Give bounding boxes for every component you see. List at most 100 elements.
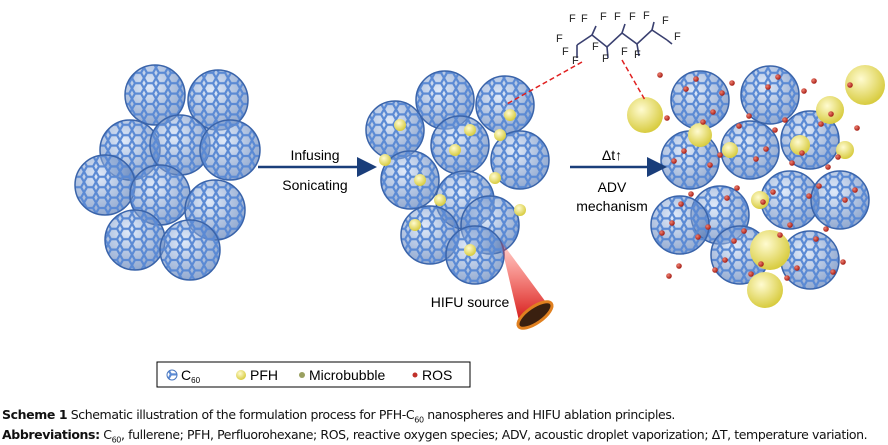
dashed-connector-left <box>504 61 583 106</box>
microbubble-icon <box>688 123 712 147</box>
ros-icon <box>842 197 848 203</box>
ros-icon <box>659 230 665 236</box>
pfh-droplet-icon <box>379 154 391 166</box>
pfh-droplet-icon <box>464 124 476 136</box>
pfh-droplet-icon <box>504 109 516 121</box>
ros-icon <box>758 261 764 267</box>
ros-icon <box>712 267 718 273</box>
step1-label-top: Infusing <box>290 147 339 163</box>
pfh-droplet-icon <box>394 119 406 131</box>
ros-icon <box>705 224 711 230</box>
ros-icon <box>777 232 783 238</box>
ros-icon <box>784 275 790 281</box>
ablation-cluster <box>627 65 885 308</box>
ros-icon <box>683 86 689 92</box>
ros-icon <box>678 201 684 207</box>
fullerene-icon <box>124 64 186 126</box>
fullerene-icon <box>104 209 166 271</box>
fullerene-icon <box>365 100 425 160</box>
caption-scheme: Scheme 1 Schematic illustration of the f… <box>2 407 675 425</box>
fluorine-atom: F <box>621 46 628 58</box>
ros-icon <box>811 78 817 84</box>
fluorine-atom: F <box>581 13 588 25</box>
ros-icon <box>710 109 716 115</box>
ros-icon <box>753 156 759 162</box>
microbubble-icon <box>627 97 663 133</box>
fluorine-atom: F <box>569 13 576 25</box>
hifu-source-label: HIFU source <box>431 294 510 310</box>
ros-icon <box>854 125 860 131</box>
ros-icon <box>818 121 824 127</box>
ros-icon <box>828 111 834 117</box>
fullerene-icon <box>380 150 440 210</box>
fluorine-atom: F <box>674 31 681 43</box>
fullerene-icon <box>430 115 490 175</box>
microbubble-icon <box>751 191 769 209</box>
ros-icon <box>736 123 742 129</box>
ros-icon <box>734 185 740 191</box>
ros-icon <box>852 187 858 193</box>
ros-icon <box>765 84 771 90</box>
pfh-droplet-icon <box>409 219 421 231</box>
fluorine-atom: F <box>562 46 569 58</box>
pfh-droplet-icon <box>449 144 461 156</box>
ros-icon <box>835 154 841 160</box>
ros-icon <box>763 146 769 152</box>
ros-icon <box>801 88 807 94</box>
fullerene-icon <box>149 114 211 176</box>
fullerene-icon <box>780 230 840 290</box>
fullerene-icon <box>760 170 820 230</box>
fluorine-atom: F <box>572 55 579 67</box>
microbubble-icon <box>747 272 783 308</box>
ros-icon <box>707 162 713 168</box>
microbubble-icon <box>790 135 810 155</box>
fluorine-atom: F <box>662 15 669 27</box>
ros-icon <box>748 271 754 277</box>
step1-label-bottom: Sonicating <box>282 177 347 193</box>
fullerene-icon <box>670 70 730 130</box>
fullerene-icon <box>740 65 800 125</box>
ros-icon <box>813 236 819 242</box>
ros-icon <box>700 119 706 125</box>
fullerene-icon <box>810 170 870 230</box>
ros-icon <box>717 152 723 158</box>
fullerene-icon <box>74 154 136 216</box>
fullerene-icon <box>445 225 505 285</box>
ros-icon <box>729 80 735 86</box>
ros-icon <box>770 189 776 195</box>
fullerene-icon <box>720 120 780 180</box>
fluorine-atom: F <box>629 11 636 23</box>
legend-pfh-icon <box>236 370 246 380</box>
fullerene-icon <box>129 164 191 226</box>
ros-icon <box>746 113 752 119</box>
ros-icon <box>722 257 728 263</box>
step2-label-mechanism: mechanism <box>576 198 648 214</box>
fluorine-atom: F <box>592 41 599 53</box>
legend-microbubble-icon <box>299 372 305 378</box>
ros-icon <box>671 158 677 164</box>
ros-icon <box>825 164 831 170</box>
pfh-droplet-icon <box>494 129 506 141</box>
ros-icon <box>719 90 725 96</box>
microbubble-icon <box>750 230 790 270</box>
fullerene-icon <box>159 219 221 281</box>
fluorine-atom: F <box>634 49 641 61</box>
pfh-droplet-icon <box>414 174 426 186</box>
pfh-droplet-icon <box>489 172 501 184</box>
ros-icon <box>760 199 766 205</box>
ros-icon <box>681 148 687 154</box>
step2-label-adv: ADV <box>598 179 627 195</box>
ros-icon <box>806 193 812 199</box>
pfh-droplet-icon <box>514 204 526 216</box>
legend-c60-icon <box>166 369 178 381</box>
ros-icon <box>669 220 675 226</box>
ros-icon <box>799 150 805 156</box>
ros-icon <box>666 273 672 279</box>
ros-icon <box>676 263 682 269</box>
ros-icon <box>772 127 778 133</box>
ros-icon <box>830 269 836 275</box>
fullerene-icon <box>187 69 249 131</box>
ros-icon <box>731 238 737 244</box>
pfh-droplet-icon <box>464 244 476 256</box>
